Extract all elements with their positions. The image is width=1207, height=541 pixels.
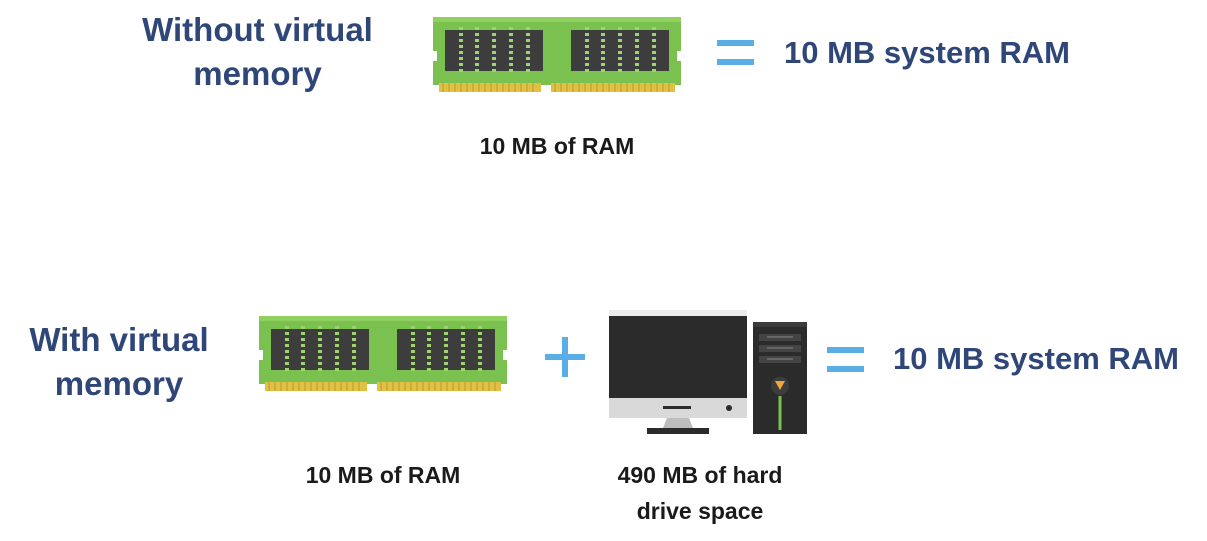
ram-module-icon bbox=[433, 17, 681, 92]
heading-without-virtual-memory: Without virtual memory bbox=[125, 8, 390, 96]
plus-sign bbox=[545, 337, 585, 377]
equals-sign bbox=[827, 347, 864, 385]
heading-line: With virtual bbox=[29, 321, 209, 358]
ram-caption: 10 MB of RAM bbox=[479, 133, 635, 159]
desktop-computer-icon bbox=[609, 310, 807, 434]
equals-sign bbox=[717, 40, 754, 78]
result-system-ram: 10 MB system RAM bbox=[893, 341, 1179, 376]
result-system-ram: 10 MB system RAM bbox=[784, 35, 1070, 70]
ram-caption: 10 MB of RAM bbox=[305, 462, 461, 488]
hard-drive-caption: 490 MB of hard drive space bbox=[585, 457, 815, 529]
caption-line: drive space bbox=[636, 498, 764, 524]
heading-line: memory bbox=[193, 55, 322, 92]
caption-line: 490 MB of hard bbox=[617, 462, 783, 488]
heading-line: Without virtual bbox=[142, 11, 373, 48]
ram-module-icon bbox=[259, 316, 507, 391]
heading-line: memory bbox=[54, 365, 184, 402]
heading-with-virtual-memory: With virtual memory bbox=[14, 318, 224, 406]
